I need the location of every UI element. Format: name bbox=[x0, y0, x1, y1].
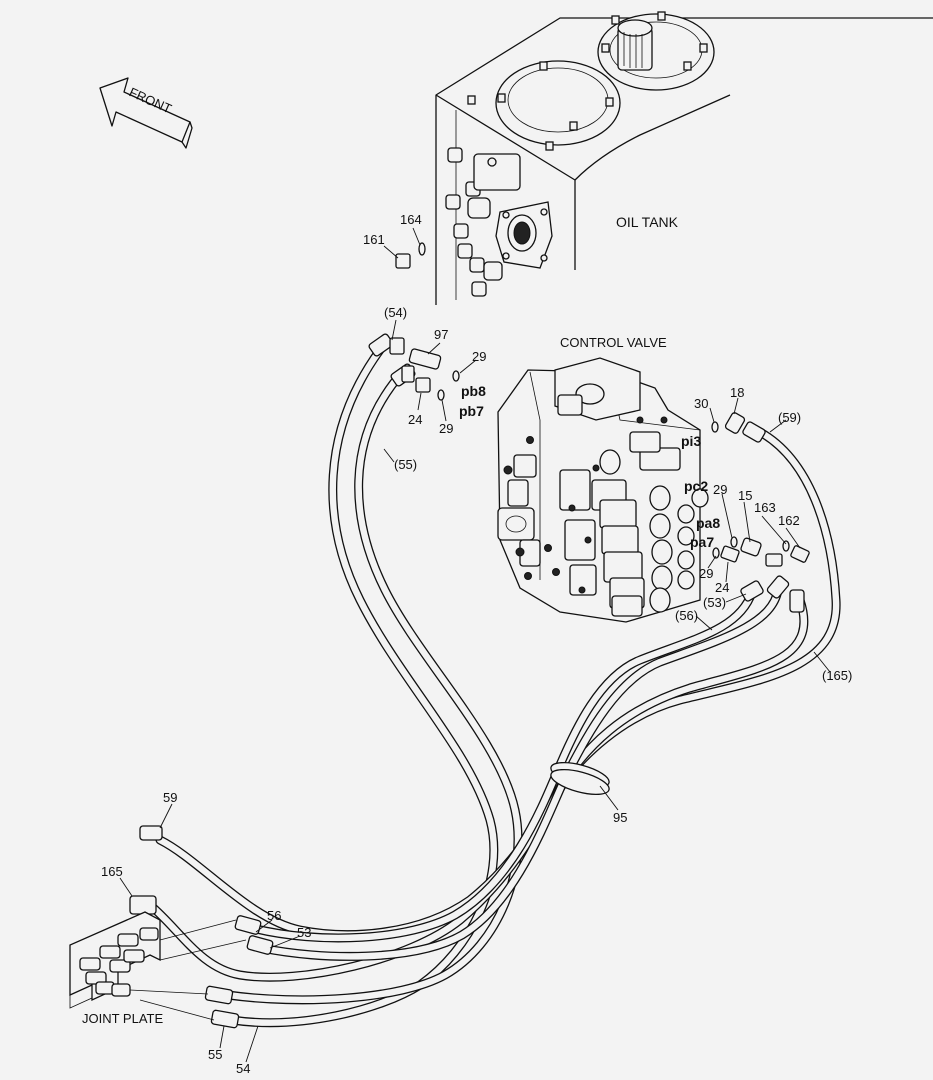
hose-clamp bbox=[550, 761, 610, 796]
port-pc2: pc2 bbox=[684, 478, 708, 494]
port-pi3: pi3 bbox=[681, 433, 701, 449]
callout-56: 56 bbox=[267, 908, 281, 923]
joint-plate bbox=[69, 911, 247, 1021]
control-valve bbox=[497, 357, 709, 623]
port-pb8: pb8 bbox=[461, 383, 486, 399]
hose-end-fittings bbox=[129, 333, 805, 1029]
callout-55-paren: (55) bbox=[394, 457, 417, 472]
callout-59-paren: (59) bbox=[778, 410, 801, 425]
callout-54-paren: (54) bbox=[384, 305, 407, 320]
control-valve-label: CONTROL VALVE bbox=[560, 335, 667, 350]
valve-fittings bbox=[408, 348, 810, 567]
callout-165-paren: (165) bbox=[822, 668, 852, 683]
callout-54: 54 bbox=[236, 1061, 250, 1076]
callout-29-a: 29 bbox=[472, 349, 486, 364]
oil-tank-label: OIL TANK bbox=[616, 214, 679, 230]
callout-55: 55 bbox=[208, 1047, 222, 1062]
callout-leaders bbox=[119, 227, 831, 1063]
callout-163: 163 bbox=[754, 500, 776, 515]
port-pb7: pb7 bbox=[459, 403, 484, 419]
callout-164: 164 bbox=[400, 212, 422, 227]
joint-plate-label: JOINT PLATE bbox=[82, 1011, 163, 1026]
callout-24-b: 24 bbox=[715, 580, 729, 595]
callout-29-c: 29 bbox=[713, 482, 727, 497]
callout-53: 53 bbox=[297, 925, 311, 940]
valve-spool-stack bbox=[559, 431, 709, 617]
callout-15: 15 bbox=[738, 488, 752, 503]
callout-24-a: 24 bbox=[408, 412, 422, 427]
callout-56-paren: (56) bbox=[675, 608, 698, 623]
oil-tank bbox=[395, 11, 933, 305]
callout-29-d: 29 bbox=[699, 566, 713, 581]
callout-165: 165 bbox=[101, 864, 123, 879]
callout-53-paren: (53) bbox=[703, 595, 726, 610]
callout-29-b: 29 bbox=[439, 421, 453, 436]
callout-30: 30 bbox=[694, 396, 708, 411]
callout-95: 95 bbox=[613, 810, 627, 825]
front-direction-arrow: FRONT bbox=[99, 77, 193, 149]
callout-59: 59 bbox=[163, 790, 177, 805]
callout-161: 161 bbox=[363, 232, 385, 247]
callout-162: 162 bbox=[778, 513, 800, 528]
front-label: FRONT bbox=[127, 84, 174, 116]
port-pa8: pa8 bbox=[696, 515, 720, 531]
callout-18: 18 bbox=[730, 385, 744, 400]
port-pa7: pa7 bbox=[690, 534, 714, 550]
callout-97: 97 bbox=[434, 327, 448, 342]
